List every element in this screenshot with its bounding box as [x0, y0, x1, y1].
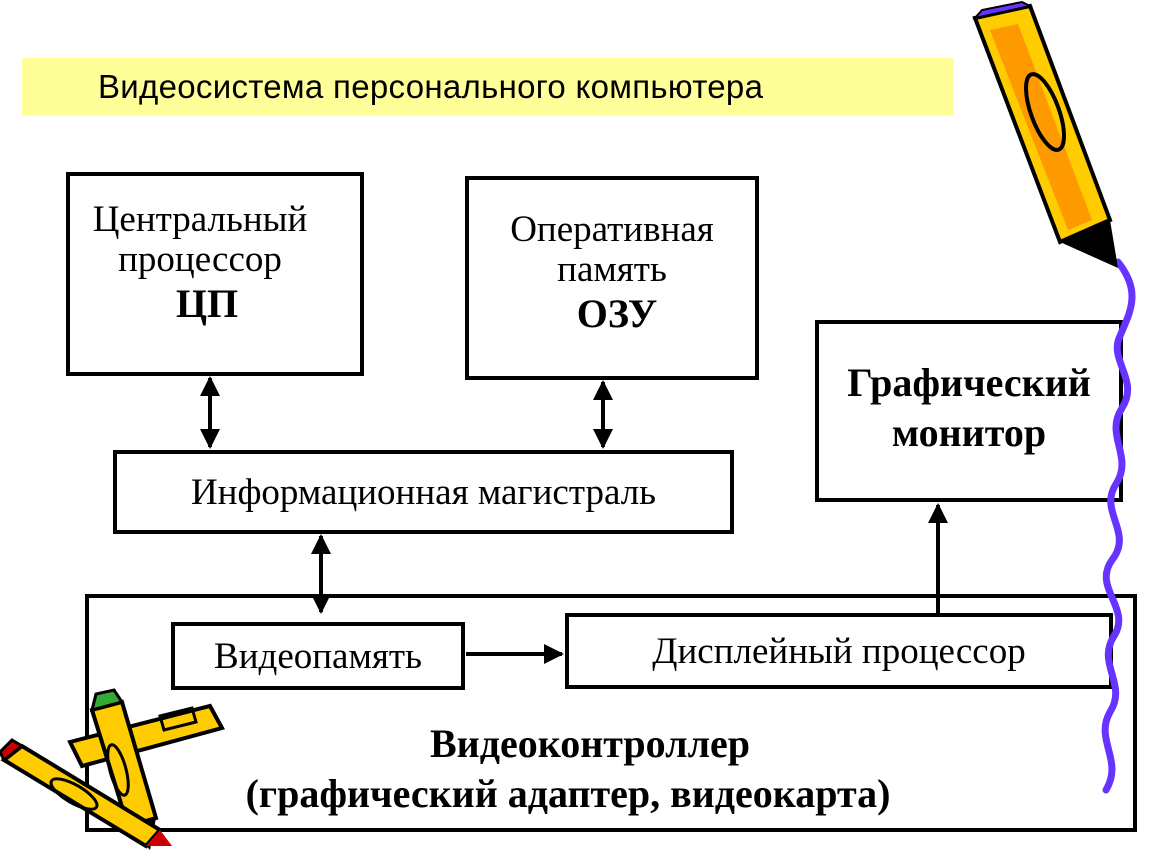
- ram-abbr: ОЗУ: [576, 291, 658, 336]
- monitor-line1: Графический: [847, 360, 1091, 405]
- cpu-abbr: ЦП: [175, 281, 239, 326]
- page-title: Видеосистема персонального компьютера: [98, 68, 764, 105]
- cpu-line1: Центральный: [92, 199, 308, 240]
- monitor-line2: монитор: [891, 410, 1047, 455]
- videocontroller-title: Видеоконтроллер: [429, 721, 751, 766]
- pencil-icon: [972, 0, 1118, 268]
- bus-label: Информационная магистраль: [190, 471, 657, 513]
- ram-line2: память: [557, 249, 667, 290]
- bus-box: Информационная магистраль: [113, 450, 734, 534]
- ram-box: Оперативная память ОЗУ: [465, 176, 759, 380]
- cpu-box: Центральный процессор ЦП: [66, 172, 364, 376]
- videomemory-box: Видеопамять: [171, 622, 465, 690]
- display-processor-label: Дисплейный процессор: [652, 630, 1026, 672]
- monitor-box: Графический монитор: [815, 320, 1123, 502]
- display-processor-box: Дисплейный процессор: [565, 613, 1113, 689]
- videocontroller-subtitle: (графический адаптер, видеокарта): [245, 771, 891, 816]
- scribble-decoration: [1101, 258, 1136, 794]
- title-bar: Видеосистема персонального компьютера: [22, 58, 954, 116]
- ram-line1: Оперативная: [510, 209, 714, 250]
- videomemory-label: Видеопамять: [214, 635, 422, 677]
- cpu-line2: процессор: [118, 239, 282, 280]
- crossed-pencils-icon: [0, 688, 225, 850]
